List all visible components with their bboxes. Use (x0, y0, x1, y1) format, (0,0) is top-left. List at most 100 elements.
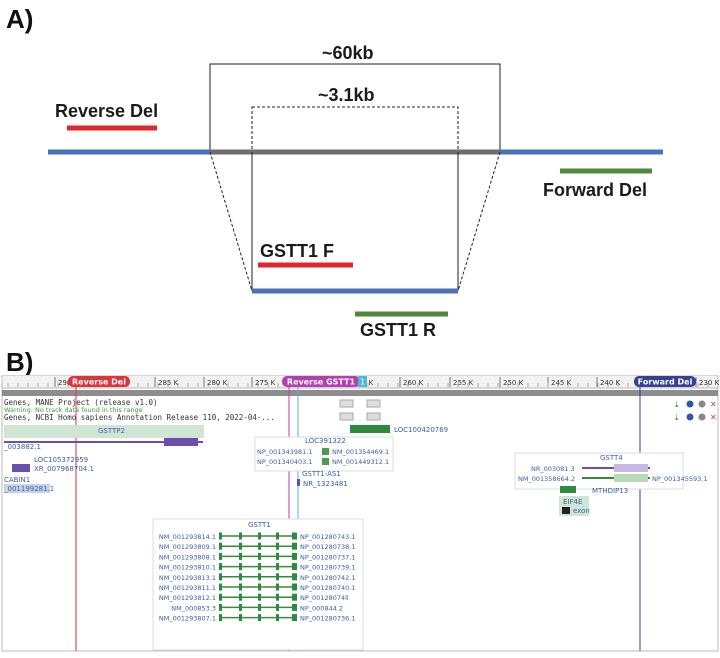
gstt1-exon (276, 542, 279, 550)
gstt1-exon (219, 593, 222, 601)
gstt1-exon (219, 614, 222, 622)
gstt1-as1-label: GSTT1-AS1 (302, 470, 341, 478)
gstt1-exon (258, 573, 261, 581)
loc100420769-gene[interactable] (350, 425, 390, 433)
track-expand-button-2[interactable] (366, 412, 381, 421)
reverse-del-flag-text: Reverse Del (72, 378, 126, 387)
gstt1-f-label: GSTT1 F (260, 241, 335, 261)
gstt1-exon (292, 614, 297, 622)
track-expand-button[interactable] (366, 399, 381, 408)
gstt1-exon (276, 573, 279, 581)
gstt1-as1-exon[interactable] (297, 479, 300, 486)
panel-a-label: A) (6, 4, 34, 34)
nr-label: NR_1323481 (303, 480, 348, 488)
settings-icon[interactable] (698, 413, 706, 421)
gstt1-exon (292, 573, 297, 581)
reverse-del-flag[interactable] (68, 376, 130, 387)
gstt1-transcript-label: NM_001293808.1 (159, 553, 216, 561)
mthdip13-label: MTHDIP13 (592, 487, 628, 495)
eif4e-label: EIF4E (563, 498, 582, 506)
gstt1-exon (258, 552, 261, 560)
gstt1-exon (276, 532, 279, 540)
gstt1-exon (292, 603, 297, 611)
ruler-tick-label: 230 K (699, 379, 720, 387)
gstt1-transcript-label: NM_001293813.1 (159, 574, 216, 582)
reverse-gstt1-flag[interactable] (282, 376, 360, 387)
gstt1-exon (239, 593, 242, 601)
gsttp2-exon (164, 438, 198, 446)
gstt1-exon (239, 532, 242, 540)
nm-001358664-exon (614, 474, 648, 482)
region-60kb-box (209, 63, 501, 153)
forward-del-flag[interactable] (634, 376, 696, 387)
mthdip13-gene[interactable] (560, 486, 576, 493)
gstt1-transcript-label: NM_001293814.1 (159, 533, 216, 541)
np-a1-exon[interactable] (322, 448, 329, 455)
gstt1-protein-label: NP_00128074ll (300, 594, 349, 602)
gstt1-exon (239, 583, 242, 591)
gstt1-protein-label: NP_001280743.1 (300, 533, 355, 541)
gstt1-transcript-label: NM_001293810.1 (159, 564, 216, 572)
gstt1-exon (292, 563, 297, 571)
gstt1-exon (258, 563, 261, 571)
nr-003081-label: NR_003081.3 (531, 465, 575, 473)
zoom-line-left (209, 151, 253, 292)
gstt1-transcript-label: NM_001293812.1 (159, 594, 216, 602)
gstt1-transcript-label: NM_001293807.1 (159, 615, 216, 623)
gstt1-exon (219, 563, 222, 571)
gstt1-protein-label: NP_001280740.1 (300, 584, 355, 592)
gstt1-exon (276, 614, 279, 622)
gstt1-exon (239, 573, 242, 581)
gstt1-exon (258, 603, 261, 611)
ruler-tick-label: 250 K (503, 379, 524, 387)
gstt1-exon (292, 532, 297, 540)
gstt1-exon (239, 603, 242, 611)
gstt1-transcript-label: NM_000853.3 (171, 604, 216, 612)
cabin1-id: _001199281.1 (3, 485, 54, 493)
forward-del-label: Forward Del (543, 180, 648, 200)
ruler-tick-label: 245 K (551, 379, 572, 387)
cabin1-id-box[interactable] (4, 484, 50, 493)
track-tools-mane[interactable]: ⤓ ✕ (675, 400, 717, 409)
gstt1-protein-label: NP_001280736.1 (300, 615, 355, 623)
gstt1-exon (276, 563, 279, 571)
info-icon[interactable] (686, 413, 694, 421)
download-icon[interactable]: ⤓ (675, 400, 679, 409)
download-icon[interactable]: ⤓ (675, 413, 679, 422)
track-collapse-button-2[interactable] (339, 412, 354, 421)
marker-1-flag[interactable] (358, 376, 367, 387)
gstt1-exon (219, 573, 222, 581)
gstt1-exon (292, 593, 297, 601)
gstt1-exon (219, 603, 222, 611)
track-separator (2, 390, 718, 396)
gstt1-protein-label: NP_001280739.1 (300, 564, 355, 572)
track-warning: Warning: No track data found in this ran… (4, 406, 143, 414)
ruler-tick-label: 275 K (255, 379, 276, 387)
gstt1-exon (292, 552, 297, 560)
gstt1-exon (239, 542, 242, 550)
settings-icon[interactable] (698, 400, 706, 408)
gstt1-exon (239, 563, 242, 571)
gstt1-protein-label: NP_000844.2 (300, 604, 343, 612)
np-a2-exon[interactable] (322, 458, 329, 465)
gstt4-box (514, 452, 684, 490)
panel-b-label: B) (6, 347, 34, 377)
gstt1-exon (276, 583, 279, 591)
ruler-tick-label: 285 K (158, 379, 179, 387)
track-collapse-button[interactable] (339, 399, 354, 408)
zoom-line-right (457, 151, 501, 292)
gstt1-exon (239, 614, 242, 622)
gsttp2-region[interactable] (4, 425, 204, 438)
close-icon[interactable]: ✕ (710, 400, 717, 409)
xr-exon[interactable] (12, 464, 30, 472)
info-icon[interactable] (686, 400, 694, 408)
gsttp2-label: GSTTP2 (98, 427, 125, 435)
loc100420769-label: LOC100420769 (394, 426, 448, 434)
nm-a1-label: NM_001354469.1 (332, 448, 389, 456)
track-tools-ncbi[interactable]: ⤓ ✕ (675, 413, 717, 422)
loc105372959-label: LOC105372959 (34, 456, 88, 464)
close-icon[interactable]: ✕ (710, 413, 717, 422)
size-3kb-label: ~3.1kb (318, 85, 375, 105)
